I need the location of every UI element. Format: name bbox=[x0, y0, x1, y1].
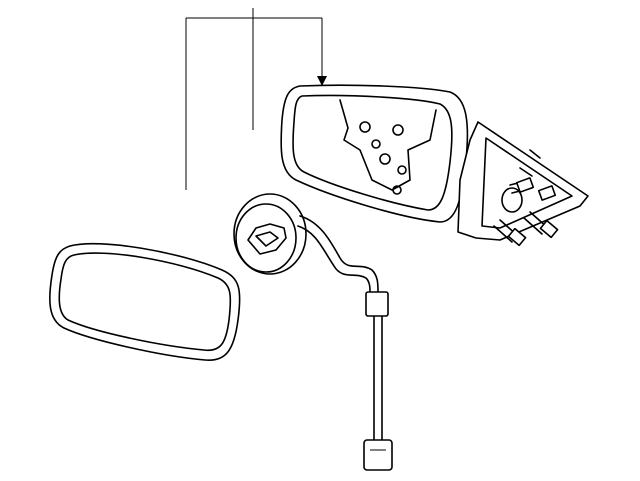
mirror-motor bbox=[233, 193, 307, 275]
mirror-glass bbox=[49, 242, 241, 361]
connector-upper bbox=[365, 291, 389, 317]
callout-lines bbox=[185, 8, 327, 190]
mirror-housing-assembly bbox=[280, 84, 589, 247]
connector-lower bbox=[363, 439, 393, 471]
wiring-harness bbox=[297, 215, 393, 471]
arrow-icon bbox=[317, 76, 327, 86]
mounting-studs bbox=[493, 177, 559, 247]
